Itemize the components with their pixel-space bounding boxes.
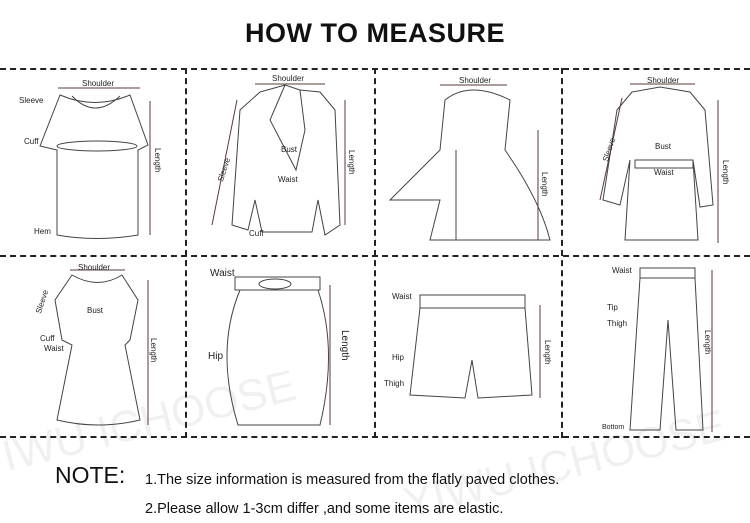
- length-label: Length: [347, 150, 356, 175]
- t-shirt-drawing: [39, 87, 151, 239]
- thigh-label: Thigh: [384, 379, 405, 388]
- pants-drawing: [629, 267, 713, 432]
- bust-label: Bust: [87, 306, 104, 315]
- blazer-drawing: [211, 83, 346, 236]
- hip-label: Hip: [208, 351, 224, 362]
- cuff-label: Cuff: [40, 334, 55, 343]
- skirt-drawing: [226, 276, 331, 426]
- cuff-label: Cuff: [249, 229, 264, 238]
- divider: [561, 68, 563, 438]
- bottom-label: Bottom: [602, 424, 625, 431]
- tip-label: Tip: [607, 303, 618, 312]
- shoulder-label: Shoulder: [78, 263, 111, 272]
- shoulder-label: Shoulder: [272, 74, 305, 83]
- length-label: Length: [543, 340, 552, 365]
- bust-label: Bust: [655, 142, 672, 151]
- length-label: Length: [153, 148, 162, 173]
- length-label: Length: [339, 330, 350, 361]
- hip-label: Hip: [392, 353, 405, 362]
- cuff-label: Cuff: [24, 137, 39, 146]
- divider: [185, 68, 187, 438]
- length-label: Length: [540, 172, 549, 197]
- shorts-drawing: [409, 294, 541, 399]
- length-label: Length: [149, 338, 158, 363]
- waist-label: Waist: [44, 344, 64, 353]
- shoulder-label: Shoulder: [459, 76, 492, 85]
- divider: [0, 255, 750, 257]
- note-item: 2.Please allow 1-3cm differ ,and some it…: [145, 501, 504, 517]
- length-label: Length: [703, 330, 712, 355]
- length-label: Length: [721, 160, 730, 185]
- coat-drawing: [599, 83, 719, 243]
- hem-label: Hem: [34, 227, 51, 236]
- thigh-label: Thigh: [607, 319, 628, 328]
- sleeve-label: Sleeve: [19, 96, 44, 105]
- dress-drawing: [54, 269, 149, 426]
- waist-label: Waist: [654, 168, 674, 177]
- shoulder-label: Shoulder: [82, 79, 115, 88]
- note-heading: NOTE:: [55, 462, 126, 488]
- waist-label: Waist: [210, 268, 235, 279]
- bust-label: Bust: [281, 145, 298, 154]
- note-item: 1.The size information is measured from …: [145, 472, 560, 488]
- hooded-cape-drawing: [388, 84, 551, 241]
- divider: [374, 68, 376, 438]
- waist-label: Waist: [278, 175, 298, 184]
- shoulder-label: Shoulder: [647, 76, 680, 85]
- waist-label: Waist: [392, 292, 412, 301]
- page-title: HOW TO MEASURE: [244, 18, 505, 48]
- waist-label: Waist: [612, 266, 632, 275]
